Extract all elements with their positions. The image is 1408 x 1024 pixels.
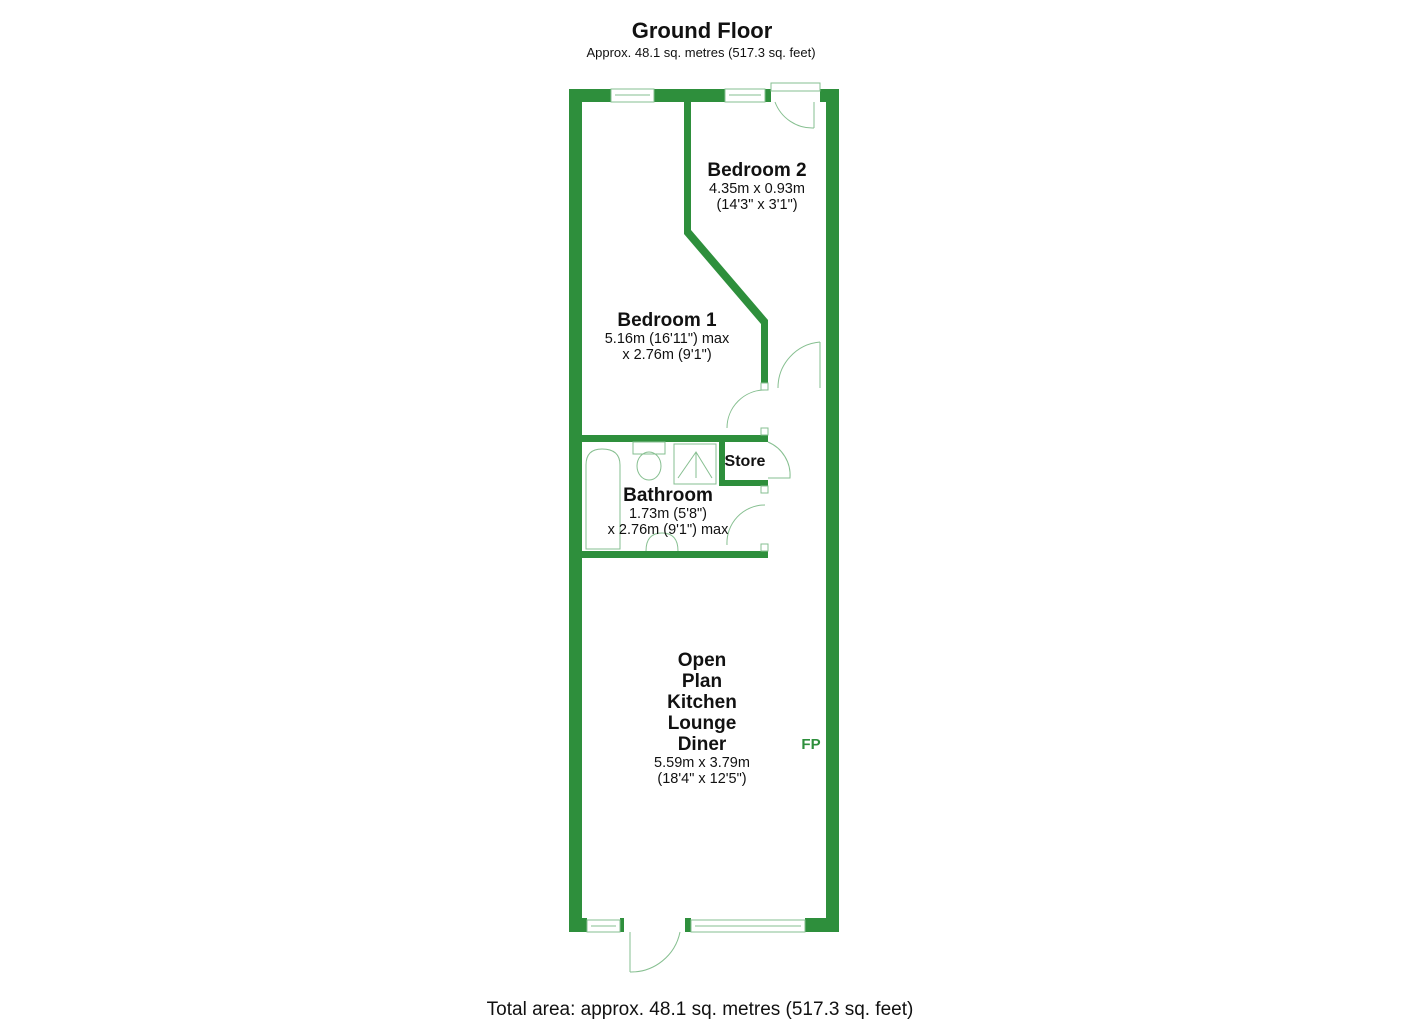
room-name: Lounge xyxy=(667,713,737,734)
room-dims: 1.73m (5'8") xyxy=(628,506,708,522)
room-dims: 5.16m (16'11") max xyxy=(604,331,730,347)
room-name: Kitchen xyxy=(667,692,737,713)
room-name: Diner xyxy=(677,734,727,755)
room-name: Open xyxy=(677,650,727,671)
room-dims: (14'3" x 3'1") xyxy=(716,197,798,213)
floor-title: Ground Floor xyxy=(631,18,773,43)
room-bedroom-1: Bedroom 1 5.16m (16'11") max x 2.76m (9'… xyxy=(605,310,730,363)
fixtures xyxy=(585,82,821,973)
room-dims: x 2.76m (9'1") xyxy=(622,347,712,363)
room-name: Bedroom 1 xyxy=(617,310,717,331)
room-dims: 4.35m x 0.93m xyxy=(709,181,805,197)
total-area: Total area: approx. 48.1 sq. metres (517… xyxy=(486,999,914,1020)
room-name: Bedroom 2 xyxy=(707,160,807,181)
room-store: Store xyxy=(725,451,766,472)
room-dims: 5.59m x 3.79m xyxy=(654,755,750,771)
room-bathroom: Bathroom 1.73m (5'8") x 2.76m (9'1") max xyxy=(608,485,729,538)
room-name: Plan xyxy=(681,671,723,692)
walls xyxy=(569,89,839,932)
room-name: Store xyxy=(724,453,766,470)
room-dims: (18'4" x 12'5") xyxy=(657,771,747,787)
fireplace-label: FP xyxy=(801,736,821,753)
room-name: Bathroom xyxy=(623,485,713,506)
floor-area-subtitle: Approx. 48.1 sq. metres (517.3 sq. feet) xyxy=(586,45,816,60)
room-bedroom-2: Bedroom 2 4.35m x 0.93m (14'3" x 3'1") xyxy=(707,160,806,213)
room-open-plan: Open Plan Kitchen Lounge Diner 5.59m x 3… xyxy=(654,650,750,787)
room-dims: x 2.76m (9'1") max xyxy=(607,522,729,538)
